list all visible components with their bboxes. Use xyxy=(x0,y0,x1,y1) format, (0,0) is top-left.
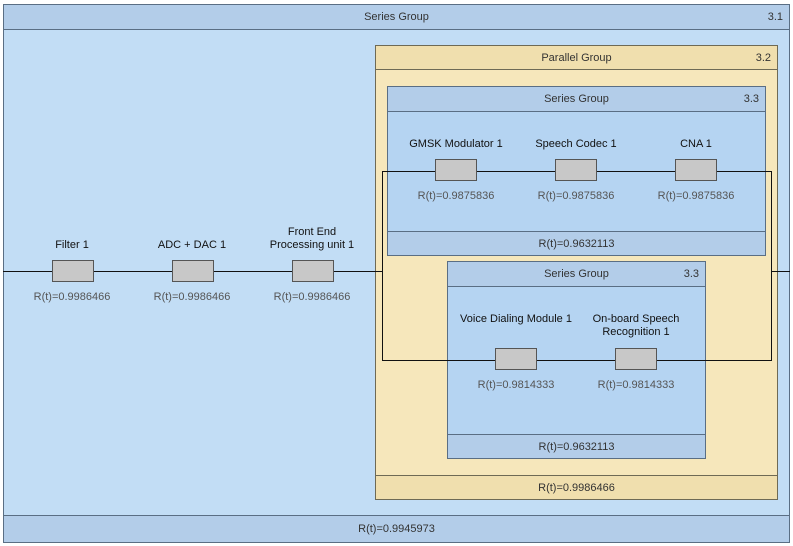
outer-series-footer: R(t)=0.9945973 xyxy=(4,515,789,542)
adc-dac-label: ADC + DAC 1 xyxy=(157,239,227,251)
cna-label: CNA 1 xyxy=(680,138,712,150)
component-gmsk[interactable]: GMSK Modulator 1 R(t)=0.9875836 xyxy=(400,137,512,207)
component-adc-dac[interactable]: ADC + DAC 1 R(t)=0.9986466 xyxy=(142,226,242,306)
filter-label: Filter 1 xyxy=(55,239,89,251)
component-speech-codec[interactable]: Speech Codec 1 R(t)=0.9875836 xyxy=(520,137,632,207)
speech-recognition-reliability: R(t)=0.9814333 xyxy=(597,379,675,391)
filter-block[interactable] xyxy=(52,260,94,282)
gmsk-label: GMSK Modulator 1 xyxy=(409,138,503,150)
parallel-reliability: R(t)=0.9986466 xyxy=(538,482,615,494)
speech-codec-reliability: R(t)=0.9875836 xyxy=(537,190,615,202)
filter-reliability: R(t)=0.9986466 xyxy=(33,291,111,303)
outer-series-reliability: R(t)=0.9945973 xyxy=(358,523,435,535)
adc-dac-block[interactable] xyxy=(172,260,214,282)
gmsk-block[interactable] xyxy=(435,159,477,181)
speech-codec-label: Speech Codec 1 xyxy=(535,138,617,150)
voice-dialing-label: Voice Dialing Module 1 xyxy=(460,313,572,325)
gmsk-reliability: R(t)=0.9875836 xyxy=(417,190,495,202)
voice-dialing-block[interactable] xyxy=(495,348,537,370)
outer-series-title: Series Group xyxy=(364,11,429,23)
outer-series-number: 3.1 xyxy=(767,11,783,23)
voice-dialing-reliability: R(t)=0.9814333 xyxy=(477,379,555,391)
series-b-header: Series Group 3.3 xyxy=(448,262,705,287)
series-b-reliability: R(t)=0.9632113 xyxy=(538,441,615,453)
series-a-header: Series Group 3.3 xyxy=(388,87,765,112)
parallel-footer: R(t)=0.9986466 xyxy=(376,475,777,499)
series-b-title: Series Group xyxy=(544,268,609,280)
front-end-reliability: R(t)=0.9986466 xyxy=(273,291,351,303)
outer-series-header: Series Group 3.1 xyxy=(4,5,789,30)
component-cna[interactable]: CNA 1 R(t)=0.9875836 xyxy=(640,137,752,207)
cna-block[interactable] xyxy=(675,159,717,181)
parallel-title: Parallel Group xyxy=(541,52,612,64)
series-a-title: Series Group xyxy=(544,93,609,105)
component-speech-recognition[interactable]: On-board Speech Recognition 1 R(t)=0.981… xyxy=(580,313,692,393)
series-b-footer: R(t)=0.9632113 xyxy=(448,434,705,458)
front-end-label: Front End Processing unit 1 xyxy=(269,226,355,251)
component-front-end[interactable]: Front End Processing unit 1 R(t)=0.99864… xyxy=(262,226,362,306)
cna-reliability: R(t)=0.9875836 xyxy=(657,190,735,202)
series-a-footer: R(t)=0.9632113 xyxy=(388,231,765,255)
parallel-header: Parallel Group 3.2 xyxy=(376,46,777,70)
component-filter[interactable]: Filter 1 R(t)=0.9986466 xyxy=(22,226,122,306)
parallel-number: 3.2 xyxy=(755,52,771,64)
adc-dac-reliability: R(t)=0.9986466 xyxy=(153,291,231,303)
series-a-reliability: R(t)=0.9632113 xyxy=(538,238,615,250)
component-voice-dialing[interactable]: Voice Dialing Module 1 R(t)=0.9814333 xyxy=(460,313,572,393)
series-b-number: 3.3 xyxy=(683,268,699,280)
speech-recognition-block[interactable] xyxy=(615,348,657,370)
speech-recognition-label: On-board Speech Recognition 1 xyxy=(592,313,680,338)
speech-codec-block[interactable] xyxy=(555,159,597,181)
series-a-number: 3.3 xyxy=(743,93,759,105)
front-end-block[interactable] xyxy=(292,260,334,282)
